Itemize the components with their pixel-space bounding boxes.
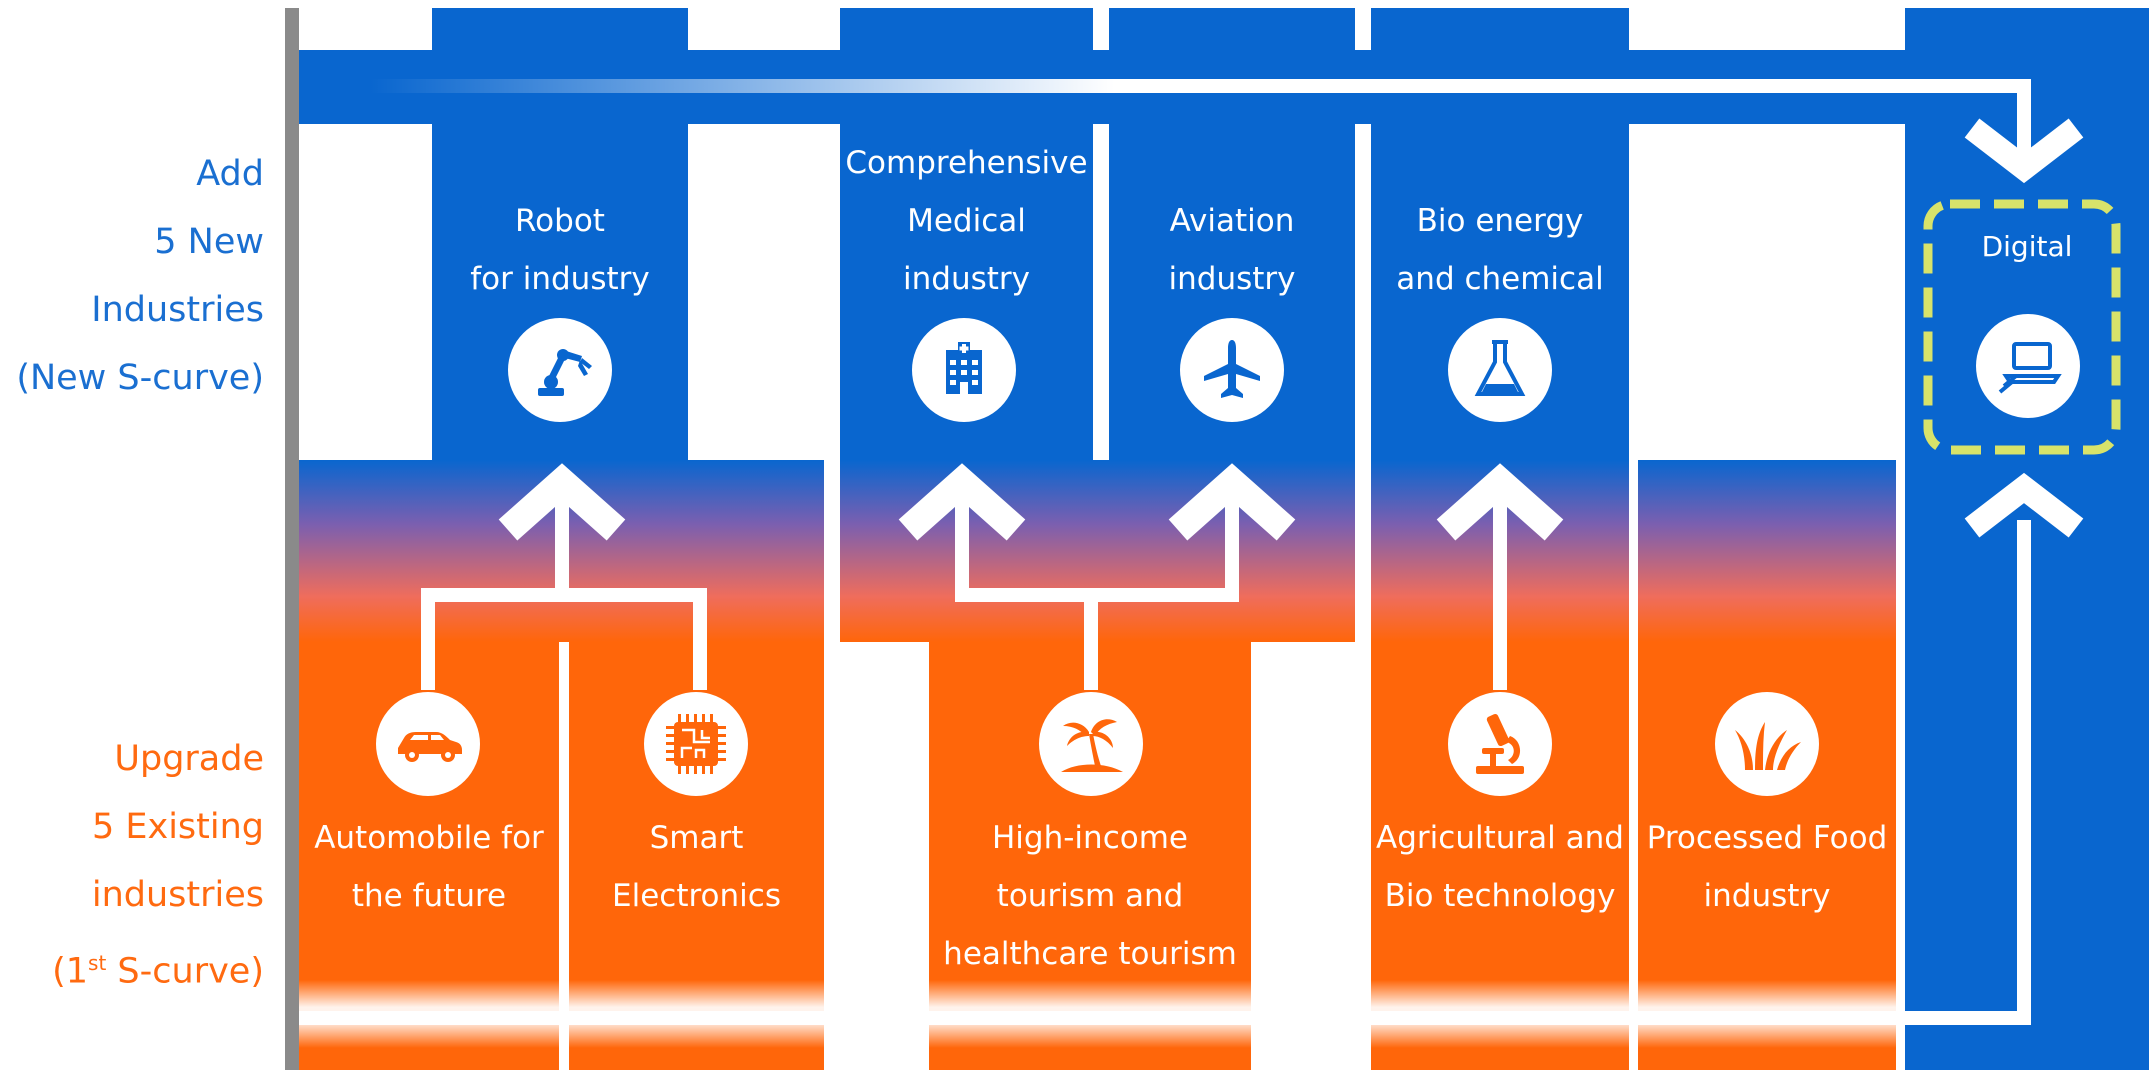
bio-up-arrow [1436,463,1564,541]
top-flow-line [370,79,2031,160]
chip-icon [644,692,748,796]
existing-industries-caption: Upgrade 5 Existing industries (1st S-cur… [52,739,264,992]
hospital-icon [912,318,1016,422]
medical-up-arrow [898,463,1026,541]
robot-branch [421,500,707,690]
digital-down-chevron [1964,118,2084,184]
grass-icon [1715,692,1819,796]
digital-label: Digital [1981,230,2073,263]
aviation-up-arrow [1168,463,1296,541]
digital-up-chevron [1964,472,2084,538]
flask-icon [1448,318,1552,422]
transition-food [1638,460,1896,642]
digital-highlight-frame [1923,199,2121,455]
car-icon [376,692,480,796]
laptop-icon [1976,314,2080,418]
robot-up-arrow [498,463,626,541]
left-divider [285,8,299,1070]
bottom-flow-line [299,520,2031,1025]
airplane-icon [1180,318,1284,422]
tourism-branch [955,500,1239,690]
microscope-icon [1448,692,1552,796]
robot-arm-icon [508,318,612,422]
palm-island-icon [1039,692,1143,796]
new-industries-caption: Add 5 New Industries (New S-curve) [16,154,264,398]
